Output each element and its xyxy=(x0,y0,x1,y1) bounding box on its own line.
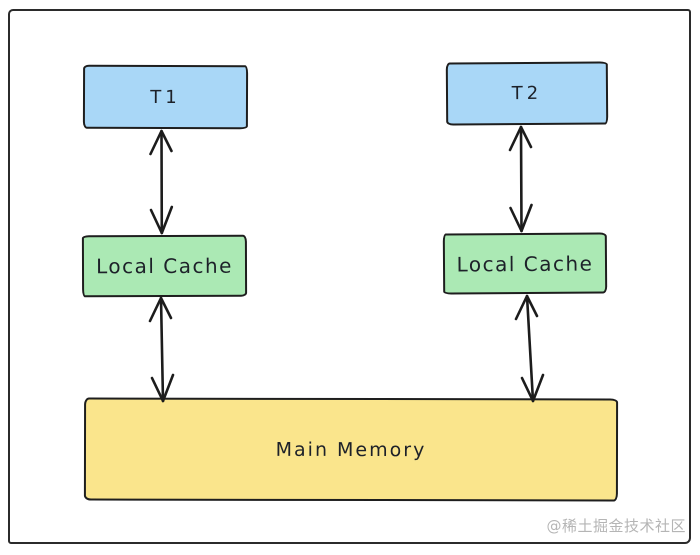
watermark: @稀土掘金技术社区 xyxy=(546,517,686,535)
node-memory-label: Main Memory xyxy=(275,438,427,461)
outer-frame xyxy=(8,9,691,544)
node-t2-label: T2 xyxy=(511,82,543,105)
node-main-memory: Main Memory xyxy=(83,397,619,502)
node-t1-label: T1 xyxy=(150,86,181,108)
node-thread-t2: T2 xyxy=(445,61,609,126)
node-cache1-label: Local Cache xyxy=(96,253,233,279)
node-local-cache-left: Local Cache xyxy=(81,234,248,298)
node-local-cache-right: Local Cache xyxy=(442,232,608,295)
node-cache2-label: Local Cache xyxy=(456,251,594,276)
node-thread-t1: T1 xyxy=(82,64,249,130)
